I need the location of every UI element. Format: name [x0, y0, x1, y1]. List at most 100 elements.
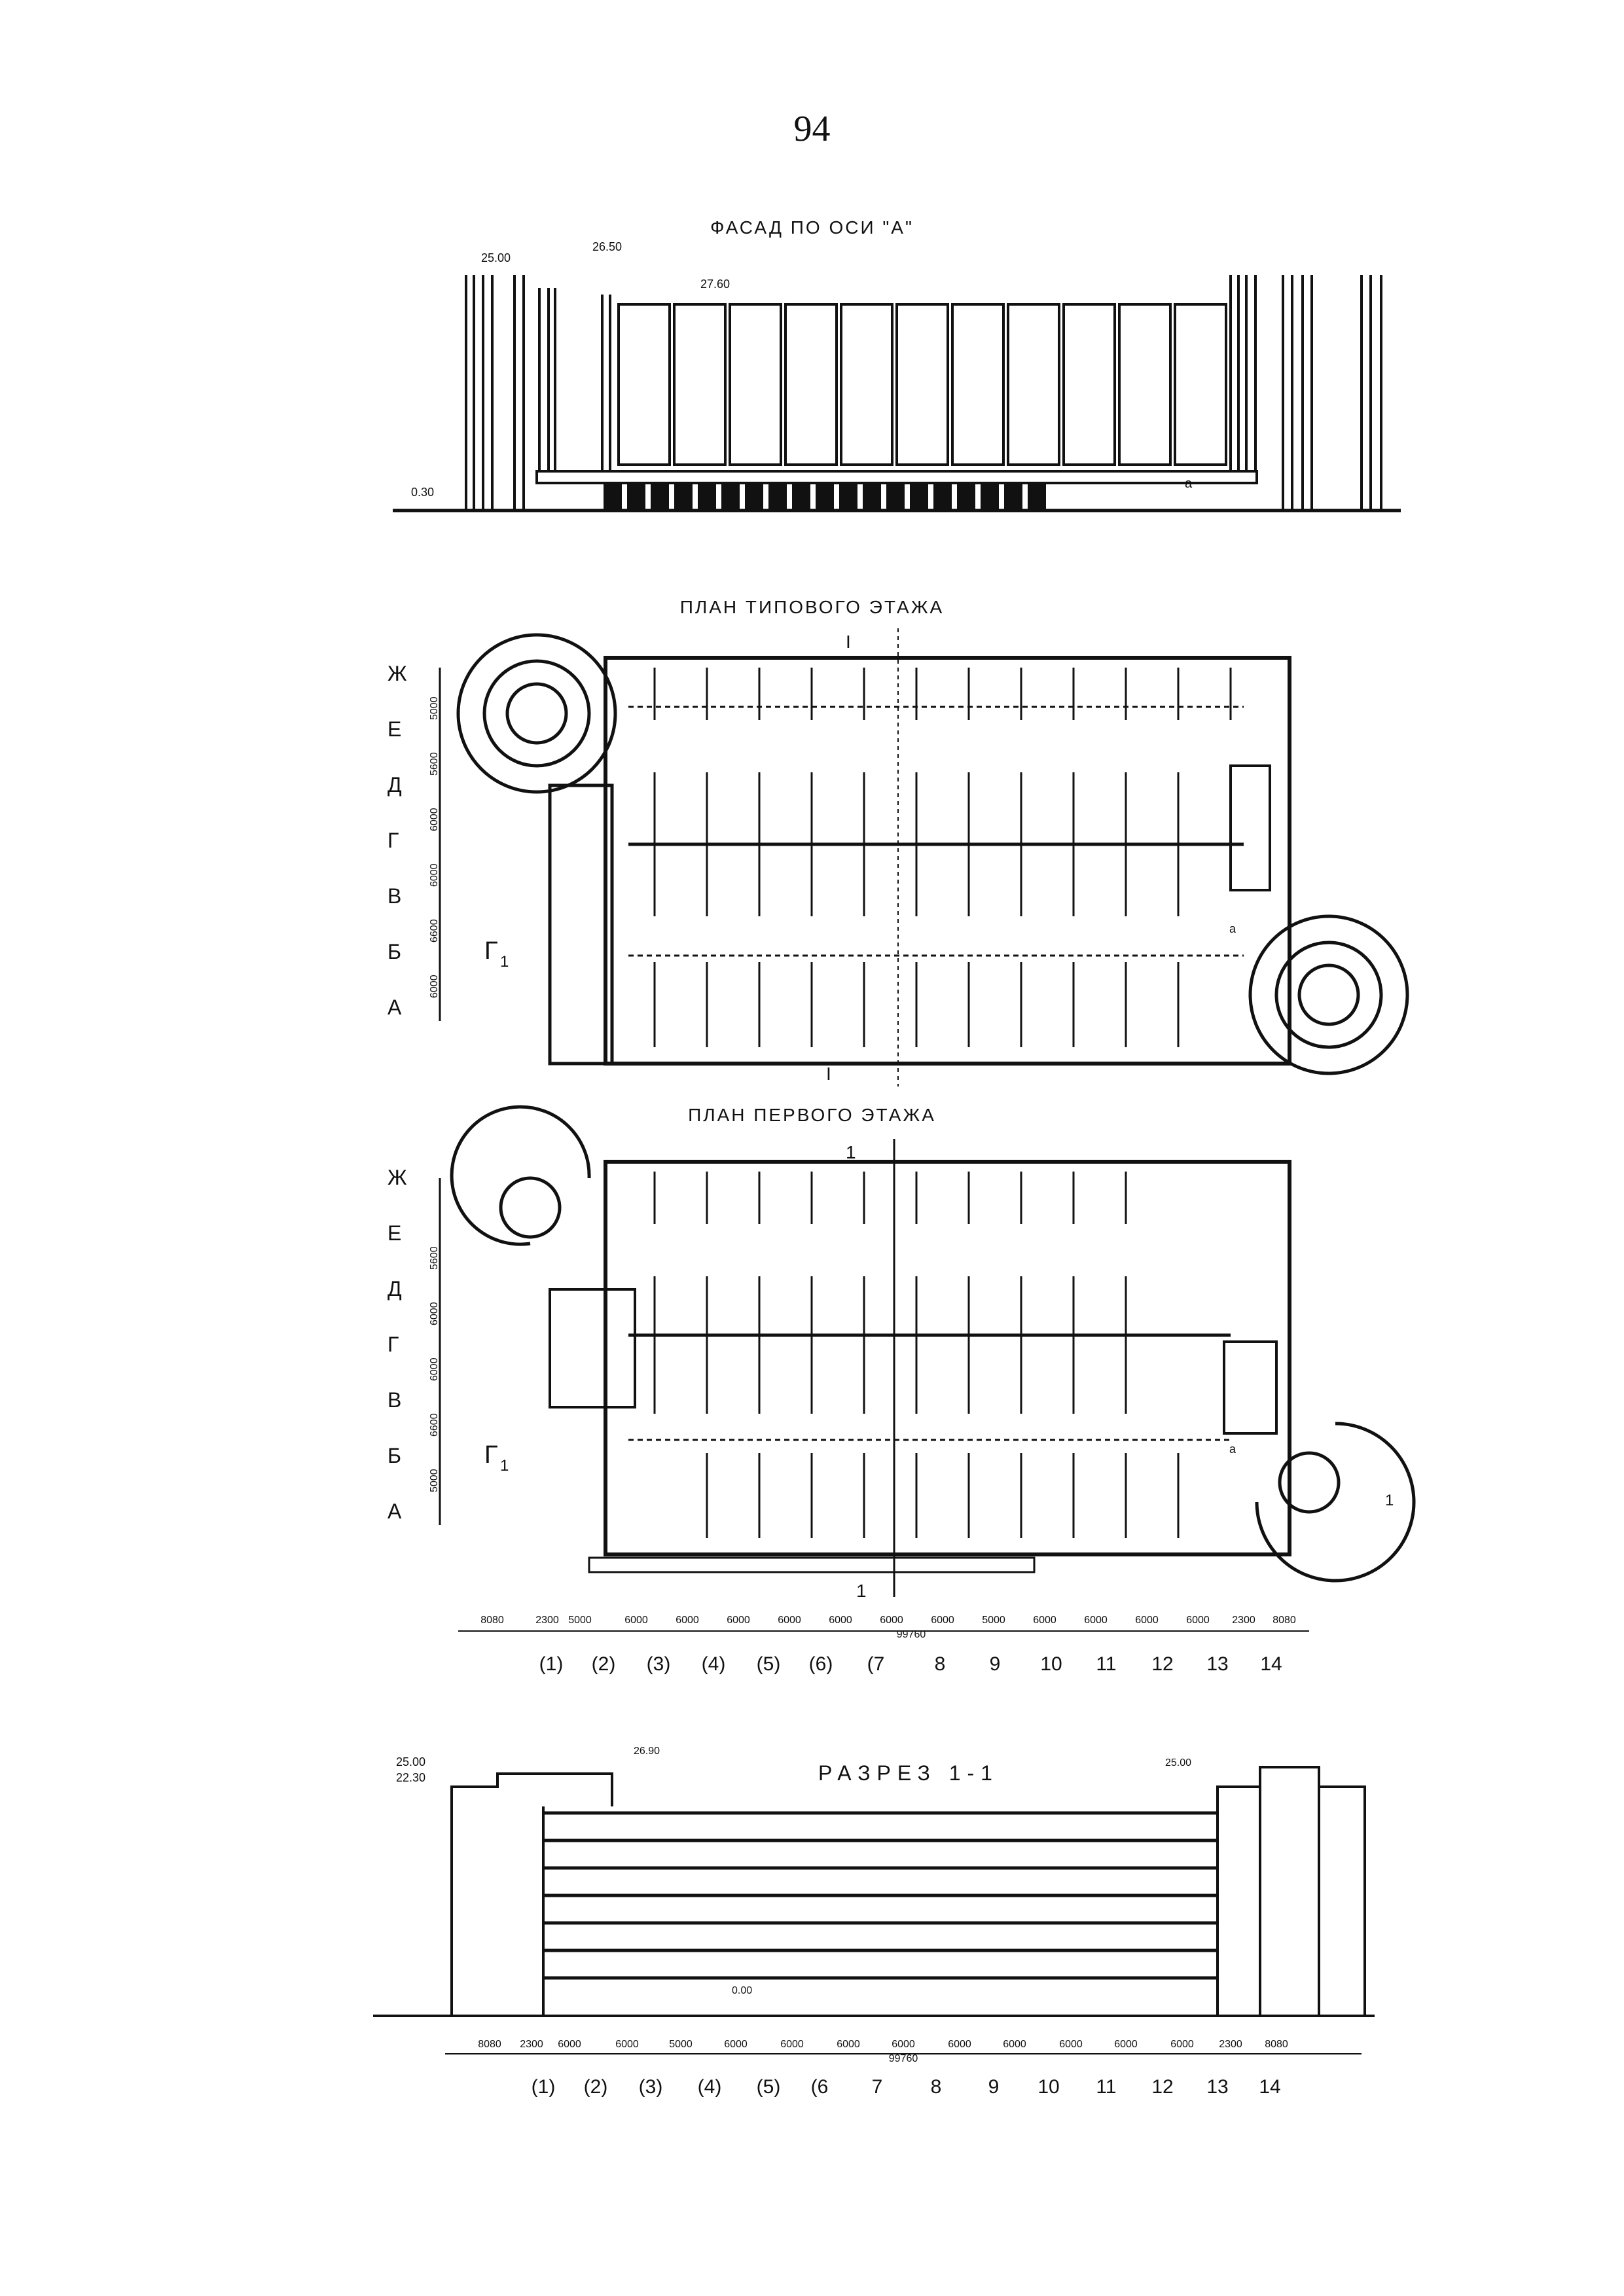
svg-text:5000: 5000 — [982, 1615, 1005, 1626]
svg-text:Б: Б — [388, 1444, 401, 1467]
svg-text:6000: 6000 — [429, 1357, 440, 1381]
svg-text:6000: 6000 — [1114, 2039, 1138, 2050]
svg-text:5600: 5600 — [429, 1246, 440, 1270]
first-outline — [604, 1160, 1291, 1556]
facade-level-2: 26.50 — [592, 240, 622, 253]
svg-text:6000: 6000 — [724, 2039, 748, 2050]
section-level-5: 0.00 — [732, 1985, 752, 1996]
section-title: РАЗРЕЗ 1-1 — [818, 1761, 999, 1785]
svg-text:(1): (1) — [532, 2076, 556, 2098]
svg-text:14: 14 — [1260, 1653, 1282, 1675]
svg-text:6000: 6000 — [429, 863, 440, 887]
svg-text:14: 14 — [1259, 2076, 1280, 2098]
facade-level-4: 0.30 — [411, 486, 434, 499]
svg-text:А: А — [388, 1499, 402, 1523]
svg-text:6000: 6000 — [615, 2039, 639, 2050]
svg-text:6000: 6000 — [948, 2039, 971, 2050]
svg-text:5000: 5000 — [568, 1615, 592, 1626]
svg-text:12: 12 — [1151, 1653, 1173, 1675]
svg-text:6000: 6000 — [892, 2039, 915, 2050]
svg-text:6000: 6000 — [1059, 2039, 1083, 2050]
typical-mark: a — [1229, 922, 1236, 935]
first-side-mark: 1 — [1385, 1492, 1394, 1509]
section-level-3: 26.90 — [634, 1746, 660, 1757]
facade-mark: a — [1185, 476, 1193, 491]
svg-text:Д: Д — [388, 1277, 402, 1300]
svg-text:6000: 6000 — [429, 1302, 440, 1325]
svg-text:8080: 8080 — [1265, 2039, 1288, 2050]
typical-row-dims: 5000 5600 6000 6000 6600 6000 — [429, 696, 440, 998]
svg-text:2300: 2300 — [520, 2039, 543, 2050]
facade-bays — [617, 303, 1227, 466]
svg-text:Г: Г — [388, 829, 399, 852]
svg-text:10: 10 — [1040, 1653, 1062, 1675]
facade-right-towers — [1229, 275, 1382, 511]
facade-plinth — [535, 470, 1258, 484]
typical-ramp-left — [456, 633, 617, 794]
typical-section-mark: I — [846, 632, 851, 652]
svg-text:6000: 6000 — [778, 1615, 801, 1626]
section-level-4: 25.00 — [1165, 1757, 1191, 1768]
svg-text:13: 13 — [1206, 1653, 1228, 1675]
typical-stair-label: Г — [484, 937, 498, 965]
plan-dim-spans: 8080 2300 5000 6000 6000 6000 6000 6000 … — [480, 1615, 1296, 1626]
svg-text:В: В — [388, 884, 401, 908]
page-number: 94 — [793, 109, 831, 149]
svg-text:А: А — [388, 996, 402, 1019]
first-parking-stalls — [628, 1172, 1231, 1538]
svg-text:6000: 6000 — [1003, 2039, 1026, 2050]
first-section-mark-bottom: 1 — [856, 1581, 867, 1601]
first-section-mark: 1 — [846, 1142, 856, 1162]
svg-text:5000: 5000 — [429, 696, 440, 720]
svg-text:2300: 2300 — [1232, 1615, 1255, 1626]
facade-title: ФАСАД ПО ОСИ "А" — [710, 217, 914, 238]
svg-text:6000: 6000 — [429, 975, 440, 998]
svg-text:5600: 5600 — [429, 752, 440, 776]
facade-left-towers — [465, 275, 611, 511]
svg-text:Е: Е — [388, 1221, 401, 1245]
svg-text:(5): (5) — [757, 2076, 781, 2098]
plan-col-axes: (1) (2) (3) (4) (5) (6) (7 8 9 10 11 12 … — [539, 1653, 1282, 1675]
svg-text:Е: Е — [388, 717, 401, 741]
svg-text:2300: 2300 — [535, 1615, 559, 1626]
section-dimension-chain: 8080 2300 6000 6000 5000 6000 6000 6000 … — [445, 2039, 1362, 2098]
first-ramp-left — [450, 1105, 591, 1246]
svg-text:5000: 5000 — [669, 2039, 693, 2050]
svg-text:5000: 5000 — [429, 1469, 440, 1492]
section-slabs — [543, 1811, 1218, 1980]
first-row-axes: Ж Е Д Г В Б А — [388, 1166, 407, 1523]
plan-dim-total: 99760 — [897, 1629, 926, 1640]
svg-text:(2): (2) — [592, 1653, 616, 1675]
section-level-1: 25.00 — [396, 1755, 425, 1768]
svg-text:8: 8 — [935, 1653, 946, 1675]
svg-text:11: 11 — [1096, 1653, 1116, 1675]
plan-dimension-chain: 8080 2300 5000 6000 6000 6000 6000 6000 … — [458, 1615, 1309, 1675]
svg-text:(4): (4) — [698, 2076, 722, 2098]
section-1-1: РАЗРЕЗ 1-1 25.00 22.30 26.90 25.00 0.00 — [373, 1746, 1375, 2017]
svg-text:(7: (7 — [867, 1653, 885, 1675]
svg-text:Г: Г — [388, 1333, 399, 1356]
svg-text:6000: 6000 — [1186, 1615, 1210, 1626]
svg-text:6000: 6000 — [558, 2039, 581, 2050]
svg-text:6000: 6000 — [931, 1615, 954, 1626]
section-col-axes: (1) (2) (3) (4) (5) (6 7 8 9 10 11 12 13… — [532, 2076, 1281, 2098]
typical-row-axes: Ж Е Д Г В Б А — [388, 662, 407, 1019]
svg-text:13: 13 — [1206, 2076, 1228, 2098]
facade-level-1: 25.00 — [481, 251, 511, 264]
svg-text:12: 12 — [1151, 2076, 1173, 2098]
typical-floor-plan: Ж Е Д Г В Б А 5000 5600 6000 6000 6600 6… — [388, 628, 1409, 1086]
svg-text:6000: 6000 — [676, 1615, 699, 1626]
svg-text:6000: 6000 — [429, 808, 440, 831]
typical-parking-stalls — [628, 668, 1244, 1047]
section-dim-spans: 8080 2300 6000 6000 5000 6000 6000 6000 … — [478, 2039, 1288, 2050]
first-stair-subscript: 1 — [500, 1457, 509, 1475]
svg-text:2300: 2300 — [1219, 2039, 1242, 2050]
section-dim-total: 99760 — [889, 2053, 918, 2064]
svg-text:6000: 6000 — [1033, 1615, 1056, 1626]
svg-text:(5): (5) — [757, 1653, 781, 1675]
facade-gates — [604, 484, 1046, 509]
svg-text:Д: Д — [388, 773, 402, 797]
svg-text:(4): (4) — [702, 1653, 726, 1675]
first-stair-label: Г — [484, 1441, 498, 1469]
typical-outline — [604, 656, 1291, 1066]
